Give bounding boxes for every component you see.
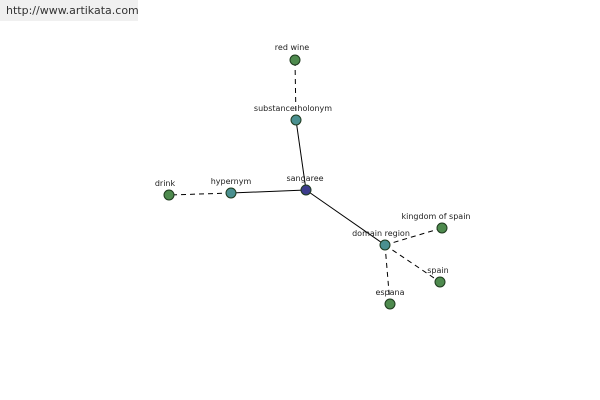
graph-nodes: sangaree substance holonym hypernym domain … — [155, 43, 471, 310]
node-circle-red-wine[interactable] — [289, 54, 301, 66]
node-circle-hypernym[interactable] — [225, 187, 237, 199]
graph-edges — [168, 59, 443, 305]
node-label-sangaree[interactable]: sangaree — [286, 174, 323, 183]
node-spain[interactable]: spain — [427, 266, 449, 288]
edge-domain-region-to-espana — [384, 244, 391, 305]
node-drink[interactable]: drink — [155, 179, 176, 201]
edge-domain-region-to-spain — [384, 244, 441, 283]
node-circle-kingdom-of-spain[interactable] — [436, 222, 448, 234]
edge-domain-region-to-kingdom-of-spain — [384, 227, 443, 246]
node-circle-substance-holonym[interactable] — [290, 114, 302, 126]
site-url[interactable]: http://www.artikata.com — [0, 0, 139, 21]
edge-sangaree-to-substance-holonym — [295, 119, 307, 191]
node-label-drink[interactable]: drink — [155, 179, 176, 188]
node-circle-drink[interactable] — [163, 189, 175, 201]
node-label-substance-holonym[interactable]: substance holonym — [254, 104, 332, 113]
node-label-domain-region[interactable]: domain region — [352, 229, 410, 238]
edge-substance-holonym-to-red-wine — [294, 59, 297, 121]
node-circle-spain[interactable] — [434, 276, 446, 288]
node-domain-region[interactable]: domain region — [352, 229, 410, 251]
node-circle-domain-region[interactable] — [379, 239, 391, 251]
edge-sangaree-to-domain-region — [305, 189, 386, 246]
node-kingdom-of-spain[interactable]: kingdom of spain — [401, 212, 471, 234]
node-espana[interactable]: espana — [375, 288, 405, 310]
node-circle-sangaree[interactable] — [300, 184, 312, 196]
node-substance-holonym[interactable]: substance holonym — [254, 104, 332, 126]
node-hypernym[interactable]: hypernym — [211, 177, 252, 199]
node-label-spain[interactable]: spain — [427, 266, 448, 275]
node-red-wine[interactable]: red wine — [275, 43, 309, 66]
node-sangaree[interactable]: sangaree — [286, 174, 324, 196]
node-label-hypernym[interactable]: hypernym — [211, 177, 252, 186]
node-label-red-wine[interactable]: red wine — [275, 43, 309, 52]
edge-hypernym-to-drink — [168, 192, 232, 196]
node-circle-espana[interactable] — [384, 298, 396, 310]
node-label-espana[interactable]: espana — [375, 288, 404, 297]
edge-sangaree-to-hypernym — [230, 189, 307, 194]
node-label-kingdom-of-spain[interactable]: kingdom of spain — [401, 212, 470, 221]
